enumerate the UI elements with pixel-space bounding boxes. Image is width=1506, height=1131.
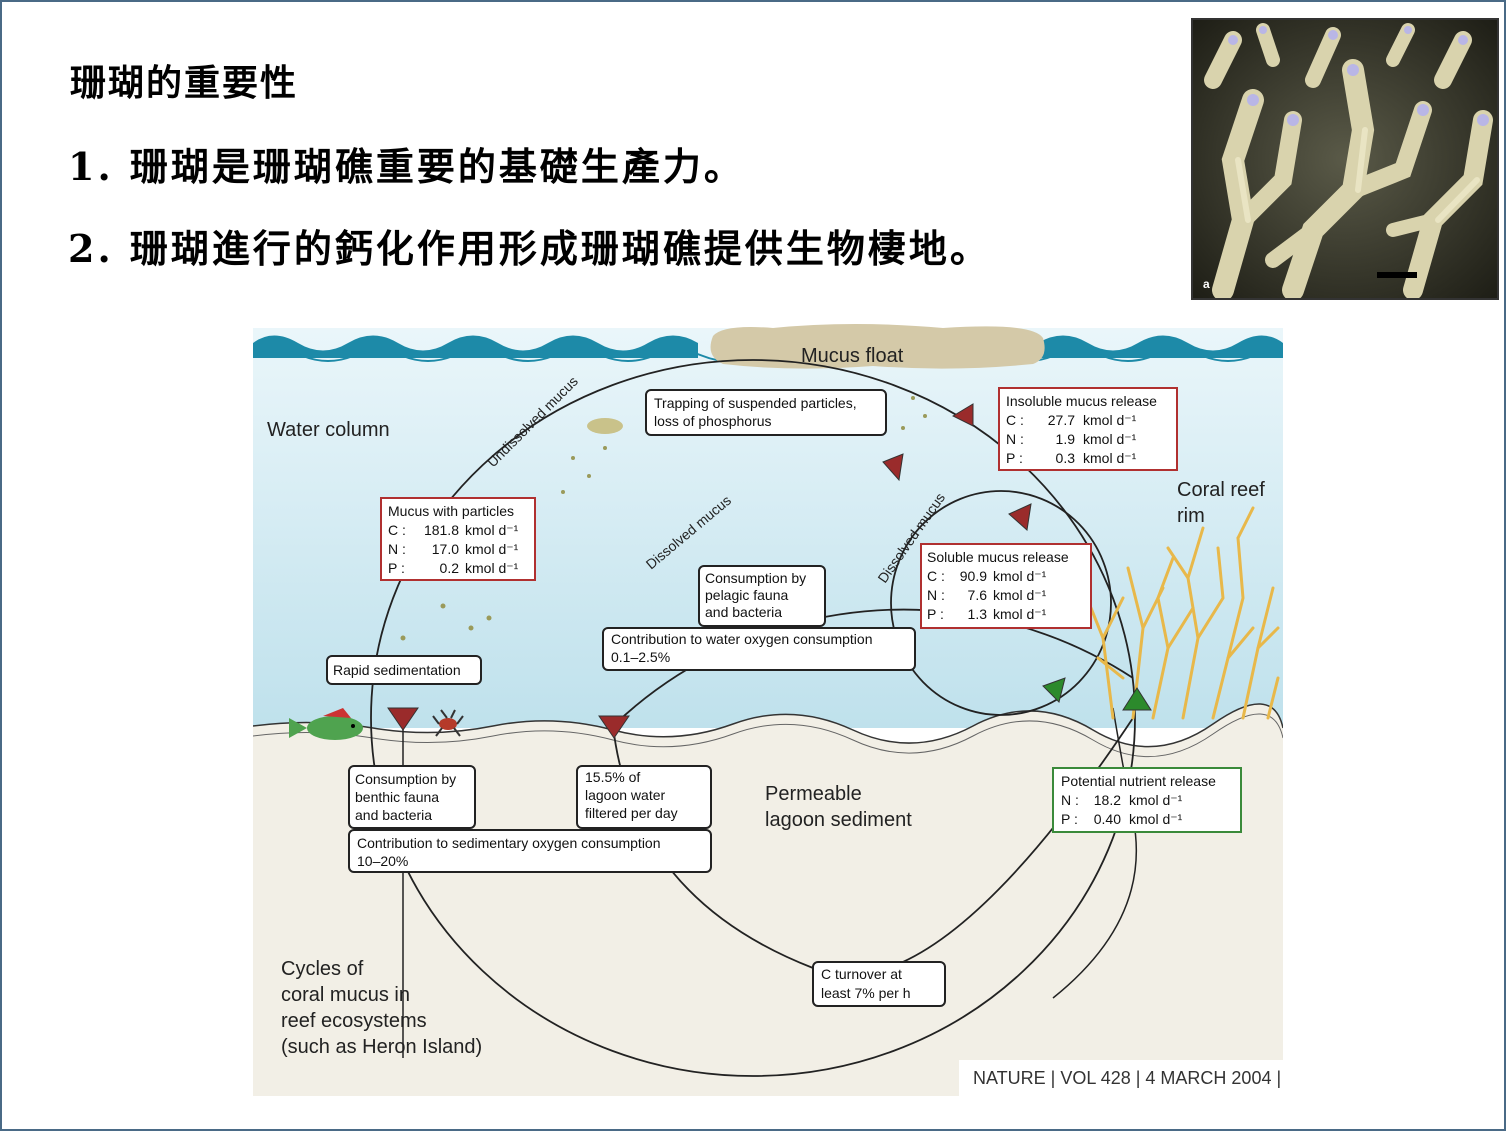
soluble-c-el: C : bbox=[927, 568, 945, 584]
sediment-oxygen-box: Contribution to sedimentary oxygen consu… bbox=[349, 830, 711, 872]
mp-n-unit: kmol d⁻¹ bbox=[465, 541, 519, 557]
trapping-box: Trapping of suspended particles, loss of… bbox=[646, 390, 886, 435]
permeable-label-2: lagoon sediment bbox=[765, 809, 912, 831]
citation: NATURE | VOL 428 | 4 MARCH 2004 | bbox=[973, 1068, 1281, 1088]
pelagic-line-1: Consumption by bbox=[705, 570, 806, 586]
mp-c-unit: kmol d⁻¹ bbox=[465, 522, 519, 538]
coral-photo-image: a bbox=[1193, 20, 1497, 298]
lagoon-filtered-line-2: lagoon water bbox=[585, 787, 666, 803]
pelagic-line-3: and bacteria bbox=[705, 604, 782, 620]
soluble-mucus-box: Soluble mucus release C : 90.9 kmol d⁻¹ … bbox=[921, 544, 1091, 628]
soluble-title: Soluble mucus release bbox=[927, 549, 1069, 565]
insoluble-mucus-box: Insoluble mucus release C : 27.7 kmol d⁻… bbox=[999, 388, 1177, 470]
rapid-sedimentation-box: Rapid sedimentation bbox=[327, 656, 481, 684]
nutrient-n-el: N : bbox=[1061, 792, 1079, 808]
caption-line-1: Cycles of bbox=[281, 958, 364, 980]
bullet-2: 2. 珊瑚進行的鈣化作用形成珊瑚礁提供生物棲地。 bbox=[68, 218, 991, 273]
benthic-consumption-box: Consumption by benthic fauna and bacteri… bbox=[349, 766, 475, 828]
nutrient-p-val: 0.40 bbox=[1094, 811, 1121, 827]
insoluble-c-el: C : bbox=[1006, 412, 1024, 428]
insoluble-n-val: 1.9 bbox=[1056, 431, 1076, 447]
coral-photo: a bbox=[1191, 18, 1499, 300]
mp-c-val: 181.8 bbox=[424, 522, 459, 538]
insoluble-n-unit: kmol d⁻¹ bbox=[1083, 431, 1137, 447]
mp-p-el: P : bbox=[388, 560, 405, 576]
water-oxygen-box: Contribution to water oxygen consumption… bbox=[603, 628, 915, 670]
lagoon-filtered-box: 15.5% of lagoon water filtered per day bbox=[577, 766, 711, 828]
mucus-particles-title: Mucus with particles bbox=[388, 503, 514, 519]
c-turnover-line-1: C turnover at bbox=[821, 966, 902, 982]
lagoon-filtered-line-1: 15.5% of bbox=[585, 769, 640, 785]
sediment-oxygen-line-2: 10–20% bbox=[357, 853, 408, 869]
mucus-cycle-diagram: Mucus float bbox=[253, 298, 1283, 1096]
nutrient-n-val: 18.2 bbox=[1094, 792, 1121, 808]
slide-title: 珊瑚的重要性 bbox=[70, 54, 298, 106]
caption-line-2: coral mucus in bbox=[281, 984, 410, 1006]
soluble-p-el: P : bbox=[927, 606, 944, 622]
scale-bar bbox=[1377, 272, 1417, 278]
caption-line-4: (such as Heron Island) bbox=[281, 1036, 482, 1058]
water-oxygen-line-2: 0.1–2.5% bbox=[611, 649, 670, 665]
photo-panel-label: a bbox=[1203, 277, 1210, 291]
mp-p-val: 0.2 bbox=[440, 560, 460, 576]
bullet-1: 1. 珊瑚是珊瑚礁重要的基礎生產力。 bbox=[68, 136, 745, 191]
surface-wave-right bbox=[1038, 336, 1283, 359]
insoluble-title: Insoluble mucus release bbox=[1006, 393, 1157, 409]
coral-reef-rim-label-2: rim bbox=[1177, 505, 1205, 527]
water-oxygen-line-1: Contribution to water oxygen consumption bbox=[611, 631, 872, 647]
insoluble-p-val: 0.3 bbox=[1056, 450, 1076, 466]
soluble-c-val: 90.9 bbox=[960, 568, 987, 584]
lagoon-filtered-line-3: filtered per day bbox=[585, 805, 678, 821]
trapping-line-2: loss of phosphorus bbox=[654, 413, 772, 429]
mp-n-val: 17.0 bbox=[432, 541, 459, 557]
soluble-n-unit: kmol d⁻¹ bbox=[993, 587, 1047, 603]
diagram-canvas: Mucus float bbox=[253, 298, 1283, 1096]
coral-reef-rim-label-1: Coral reef bbox=[1177, 479, 1265, 501]
c-turnover-line-2: least 7% per h bbox=[821, 985, 911, 1001]
soluble-c-unit: kmol d⁻¹ bbox=[993, 568, 1047, 584]
water-column-label: Water column bbox=[267, 419, 390, 441]
soluble-p-unit: kmol d⁻¹ bbox=[993, 606, 1047, 622]
c-turnover-box: C turnover at least 7% per h bbox=[813, 962, 945, 1006]
nutrient-p-unit: kmol d⁻¹ bbox=[1129, 811, 1183, 827]
insoluble-n-el: N : bbox=[1006, 431, 1024, 447]
soluble-n-val: 7.6 bbox=[968, 587, 988, 603]
insoluble-p-el: P : bbox=[1006, 450, 1023, 466]
benthic-line-2: benthic fauna bbox=[355, 789, 439, 805]
mucus-float-label: Mucus float bbox=[801, 345, 904, 367]
insoluble-c-unit: kmol d⁻¹ bbox=[1083, 412, 1137, 428]
sediment-oxygen-line-1: Contribution to sedimentary oxygen consu… bbox=[357, 835, 661, 851]
rapid-sedimentation-label: Rapid sedimentation bbox=[333, 662, 461, 678]
soluble-n-el: N : bbox=[927, 587, 945, 603]
mp-n-el: N : bbox=[388, 541, 406, 557]
soluble-p-val: 1.3 bbox=[968, 606, 988, 622]
pelagic-line-2: pelagic fauna bbox=[705, 587, 789, 603]
mp-p-unit: kmol d⁻¹ bbox=[465, 560, 519, 576]
nutrient-p-el: P : bbox=[1061, 811, 1078, 827]
nutrient-release-box: Potential nutrient release N : 18.2 kmol… bbox=[1053, 768, 1241, 832]
pelagic-consumption-box: Consumption by pelagic fauna and bacteri… bbox=[699, 566, 825, 626]
mucus-particles-box: Mucus with particles C : 181.8 kmol d⁻¹ … bbox=[381, 498, 535, 580]
insoluble-c-val: 27.7 bbox=[1048, 412, 1075, 428]
trapping-line-1: Trapping of suspended particles, bbox=[654, 395, 857, 411]
caption-line-3: reef ecosystems bbox=[281, 1010, 427, 1032]
permeable-label-1: Permeable bbox=[765, 783, 862, 805]
nutrient-n-unit: kmol d⁻¹ bbox=[1129, 792, 1183, 808]
benthic-line-1: Consumption by bbox=[355, 771, 456, 787]
nutrient-title: Potential nutrient release bbox=[1061, 773, 1216, 789]
benthic-line-3: and bacteria bbox=[355, 807, 432, 823]
mp-c-el: C : bbox=[388, 522, 406, 538]
insoluble-p-unit: kmol d⁻¹ bbox=[1083, 450, 1137, 466]
